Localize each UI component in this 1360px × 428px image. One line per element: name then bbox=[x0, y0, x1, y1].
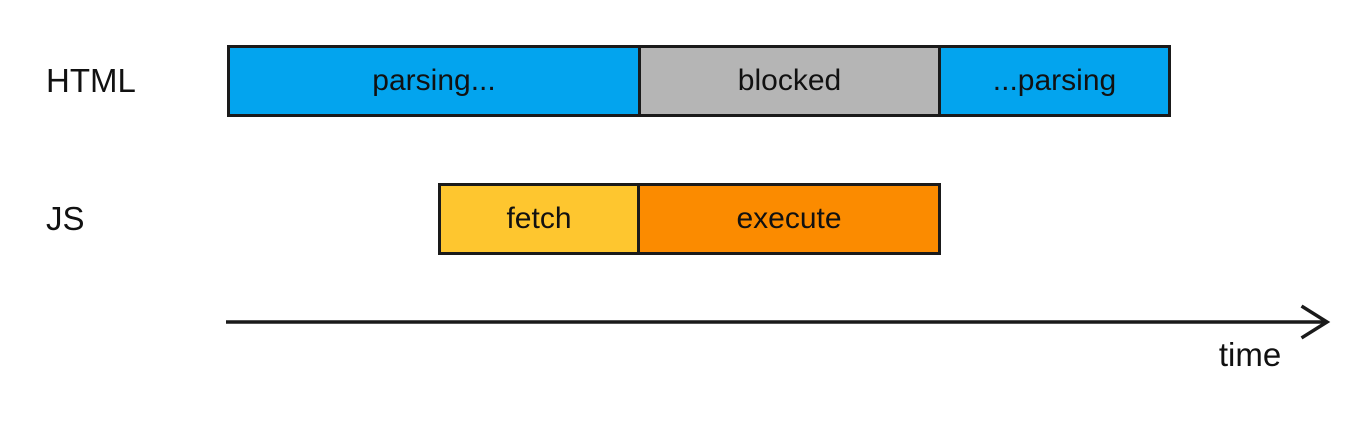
timeline-segment-blocked: blocked bbox=[638, 45, 941, 117]
segment-label: execute bbox=[736, 202, 842, 235]
segment-label: parsing... bbox=[372, 64, 496, 97]
timeline-segment-fetch: fetch bbox=[438, 183, 640, 255]
segment-label: ...parsing bbox=[992, 64, 1117, 97]
time-axis-arrow-icon bbox=[226, 304, 1331, 340]
timeline-segment-execute: execute bbox=[637, 183, 941, 255]
time-axis-label: time bbox=[1218, 336, 1282, 373]
row-label-js: JS bbox=[46, 200, 85, 237]
row-label-html: HTML bbox=[46, 62, 136, 99]
segment-label: blocked bbox=[737, 64, 842, 97]
segment-label: fetch bbox=[506, 202, 572, 235]
timeline-segment-parsing-end: ...parsing bbox=[938, 45, 1171, 117]
timeline-segment-parsing-start: parsing... bbox=[227, 45, 641, 117]
